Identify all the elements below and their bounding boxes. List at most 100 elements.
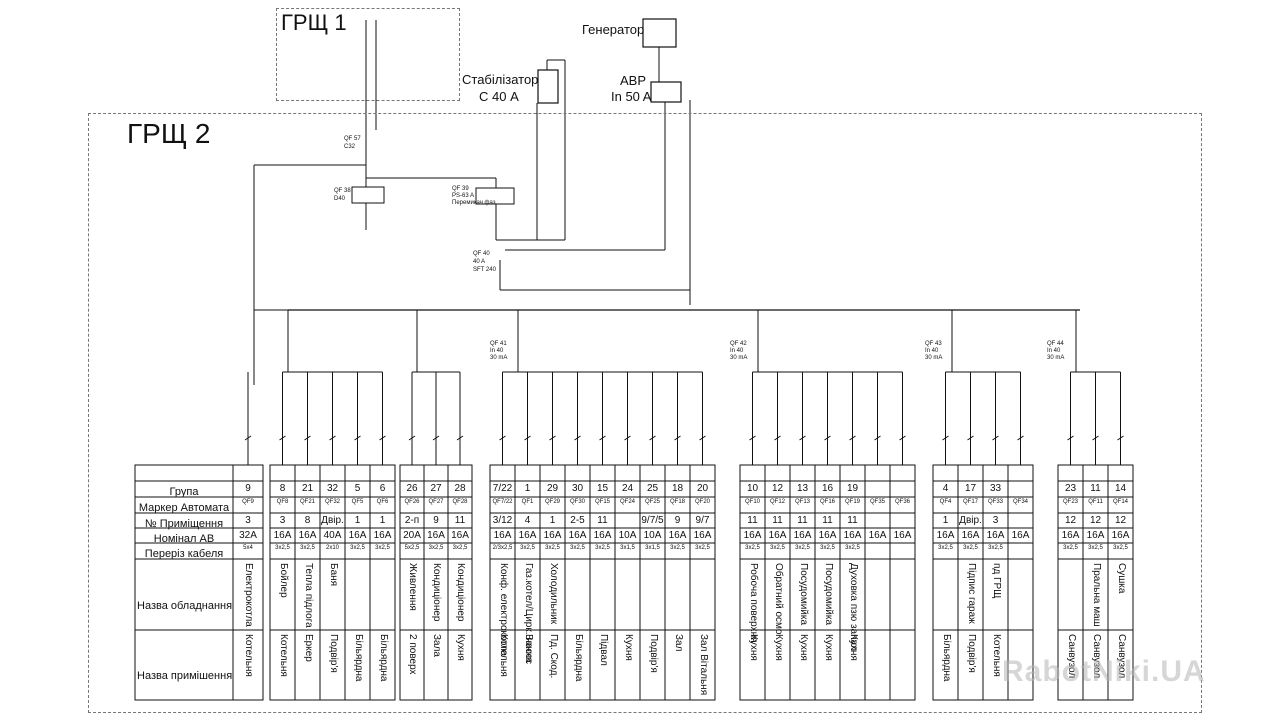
- cell-cable: 5x2,5: [404, 545, 420, 551]
- grsh2-frame: [88, 113, 1202, 713]
- cell-group: 4: [942, 483, 949, 494]
- cell-marker: QF36: [894, 499, 910, 505]
- cell-cable: 3x2,5: [963, 545, 978, 551]
- cell-marker: QF13: [794, 499, 810, 505]
- table-group-2: [399, 464, 473, 701]
- cell-rating: 16A: [493, 530, 512, 541]
- cell-group: 24: [621, 483, 634, 494]
- cell-location: Більярдна: [352, 634, 364, 682]
- cell-marker: QF5: [351, 499, 364, 505]
- cell-group: 8: [279, 483, 286, 494]
- cell-location: Кухня: [455, 634, 466, 661]
- cell-cable: 3x2,5: [820, 545, 835, 551]
- cell-room: 11: [772, 515, 783, 526]
- table-group-0: [232, 464, 264, 701]
- cell-cable: 3x2,5: [520, 545, 535, 551]
- cell-rating: 16A: [568, 530, 587, 541]
- cell-group: 33: [989, 483, 1002, 494]
- cell-group: 30: [571, 483, 584, 494]
- cell-rating: 10A: [643, 530, 662, 541]
- cell-rating: 16A: [1086, 530, 1105, 541]
- cell-rating: 16A: [273, 530, 292, 541]
- cell-cable: 3x2,5: [300, 545, 315, 551]
- cell-room: 9: [674, 515, 681, 526]
- breaker-symbol: [244, 435, 252, 441]
- cell-rating: 16A: [743, 530, 762, 541]
- cell-equipment: Сушка: [1115, 563, 1127, 594]
- breaker-symbol: [408, 435, 416, 441]
- table-group-4: [739, 464, 916, 701]
- cell-rating: 16A: [1011, 530, 1030, 541]
- cell-marker: QF21: [299, 499, 315, 505]
- breaker-symbol: [1017, 435, 1024, 441]
- row-header-group: Група: [169, 486, 199, 498]
- breaker-symbol: [329, 435, 336, 441]
- cell-room: 12: [1114, 515, 1127, 526]
- cell-location: Зал Вітальня: [697, 634, 709, 696]
- cell-location: Котельня: [990, 634, 1002, 677]
- cell-location: Котельня: [277, 634, 289, 677]
- cell-room: 1: [379, 515, 386, 526]
- cell-rating: 16A: [961, 530, 980, 541]
- cell-location: Ванна: [522, 634, 534, 663]
- row-header-equipment: Назва обладнання: [137, 600, 233, 612]
- cell-group: 26: [406, 483, 418, 494]
- cell-room: 11: [597, 515, 608, 526]
- cell-equipment: Баня: [327, 563, 339, 587]
- cell-location: Котельня: [243, 634, 254, 677]
- cell-cable: 3x2,5: [988, 545, 1003, 551]
- cell-marker: QF27: [428, 499, 444, 505]
- cell-group: 16: [821, 483, 834, 494]
- cell-cable: 3x2,5: [375, 545, 390, 551]
- cell-room: 3/12: [492, 515, 513, 526]
- cell-cable: 3x2,5: [1063, 545, 1078, 551]
- cell-marker: QF18: [669, 499, 685, 505]
- avr-rating: In 50 A: [611, 89, 652, 104]
- cell-location: Котельня: [497, 634, 509, 677]
- cell-location: Підвал: [597, 634, 609, 666]
- cell-marker: QF19: [844, 499, 860, 505]
- cell-rating: 16A: [373, 530, 392, 541]
- cell-rating: 16A: [793, 530, 812, 541]
- cell-location: Кухня: [622, 634, 634, 661]
- cell-location: Кухня: [822, 634, 834, 661]
- cell-room: 12: [1064, 515, 1077, 526]
- cell-equipment: Робоча поверхня: [747, 563, 759, 643]
- cell-rating: 16A: [986, 530, 1005, 541]
- cell-group: 21: [301, 483, 314, 494]
- cell-group: 18: [671, 483, 684, 494]
- cell-marker: QF29: [544, 499, 560, 505]
- cell-room: 9/7: [695, 515, 710, 526]
- cell-cable: 3x2,5: [795, 545, 810, 551]
- generator-box: [642, 18, 677, 48]
- cell-location: Більярдна: [572, 634, 584, 682]
- breaker-symbol: [624, 435, 631, 441]
- cell-room: 9/7/5: [641, 515, 664, 526]
- cell-marker: QF6: [376, 499, 389, 505]
- cell-cable: 3x1,5: [645, 545, 660, 551]
- breaker-symbol: [304, 435, 311, 441]
- cell-cable: 2/3x2,5: [492, 545, 513, 551]
- cell-marker: QF20: [694, 499, 710, 505]
- cell-location: Подвір'я: [965, 634, 977, 673]
- qf39-box: [475, 187, 515, 205]
- breaker-symbol: [967, 435, 974, 441]
- cell-room: 12: [1089, 515, 1102, 526]
- watermark: RabotNiki.UA: [1002, 655, 1206, 688]
- cell-cable: 3x2,5: [275, 545, 290, 551]
- cell-room: 1: [549, 515, 556, 526]
- cell-equipment: Обратний осмо: [772, 563, 784, 635]
- breaker-symbol: [1117, 435, 1124, 441]
- cell-marker: QF23: [1062, 499, 1078, 505]
- cell-group: 13: [796, 483, 809, 494]
- breaker-symbol: [524, 435, 531, 441]
- cell-rating: 32A: [239, 530, 257, 541]
